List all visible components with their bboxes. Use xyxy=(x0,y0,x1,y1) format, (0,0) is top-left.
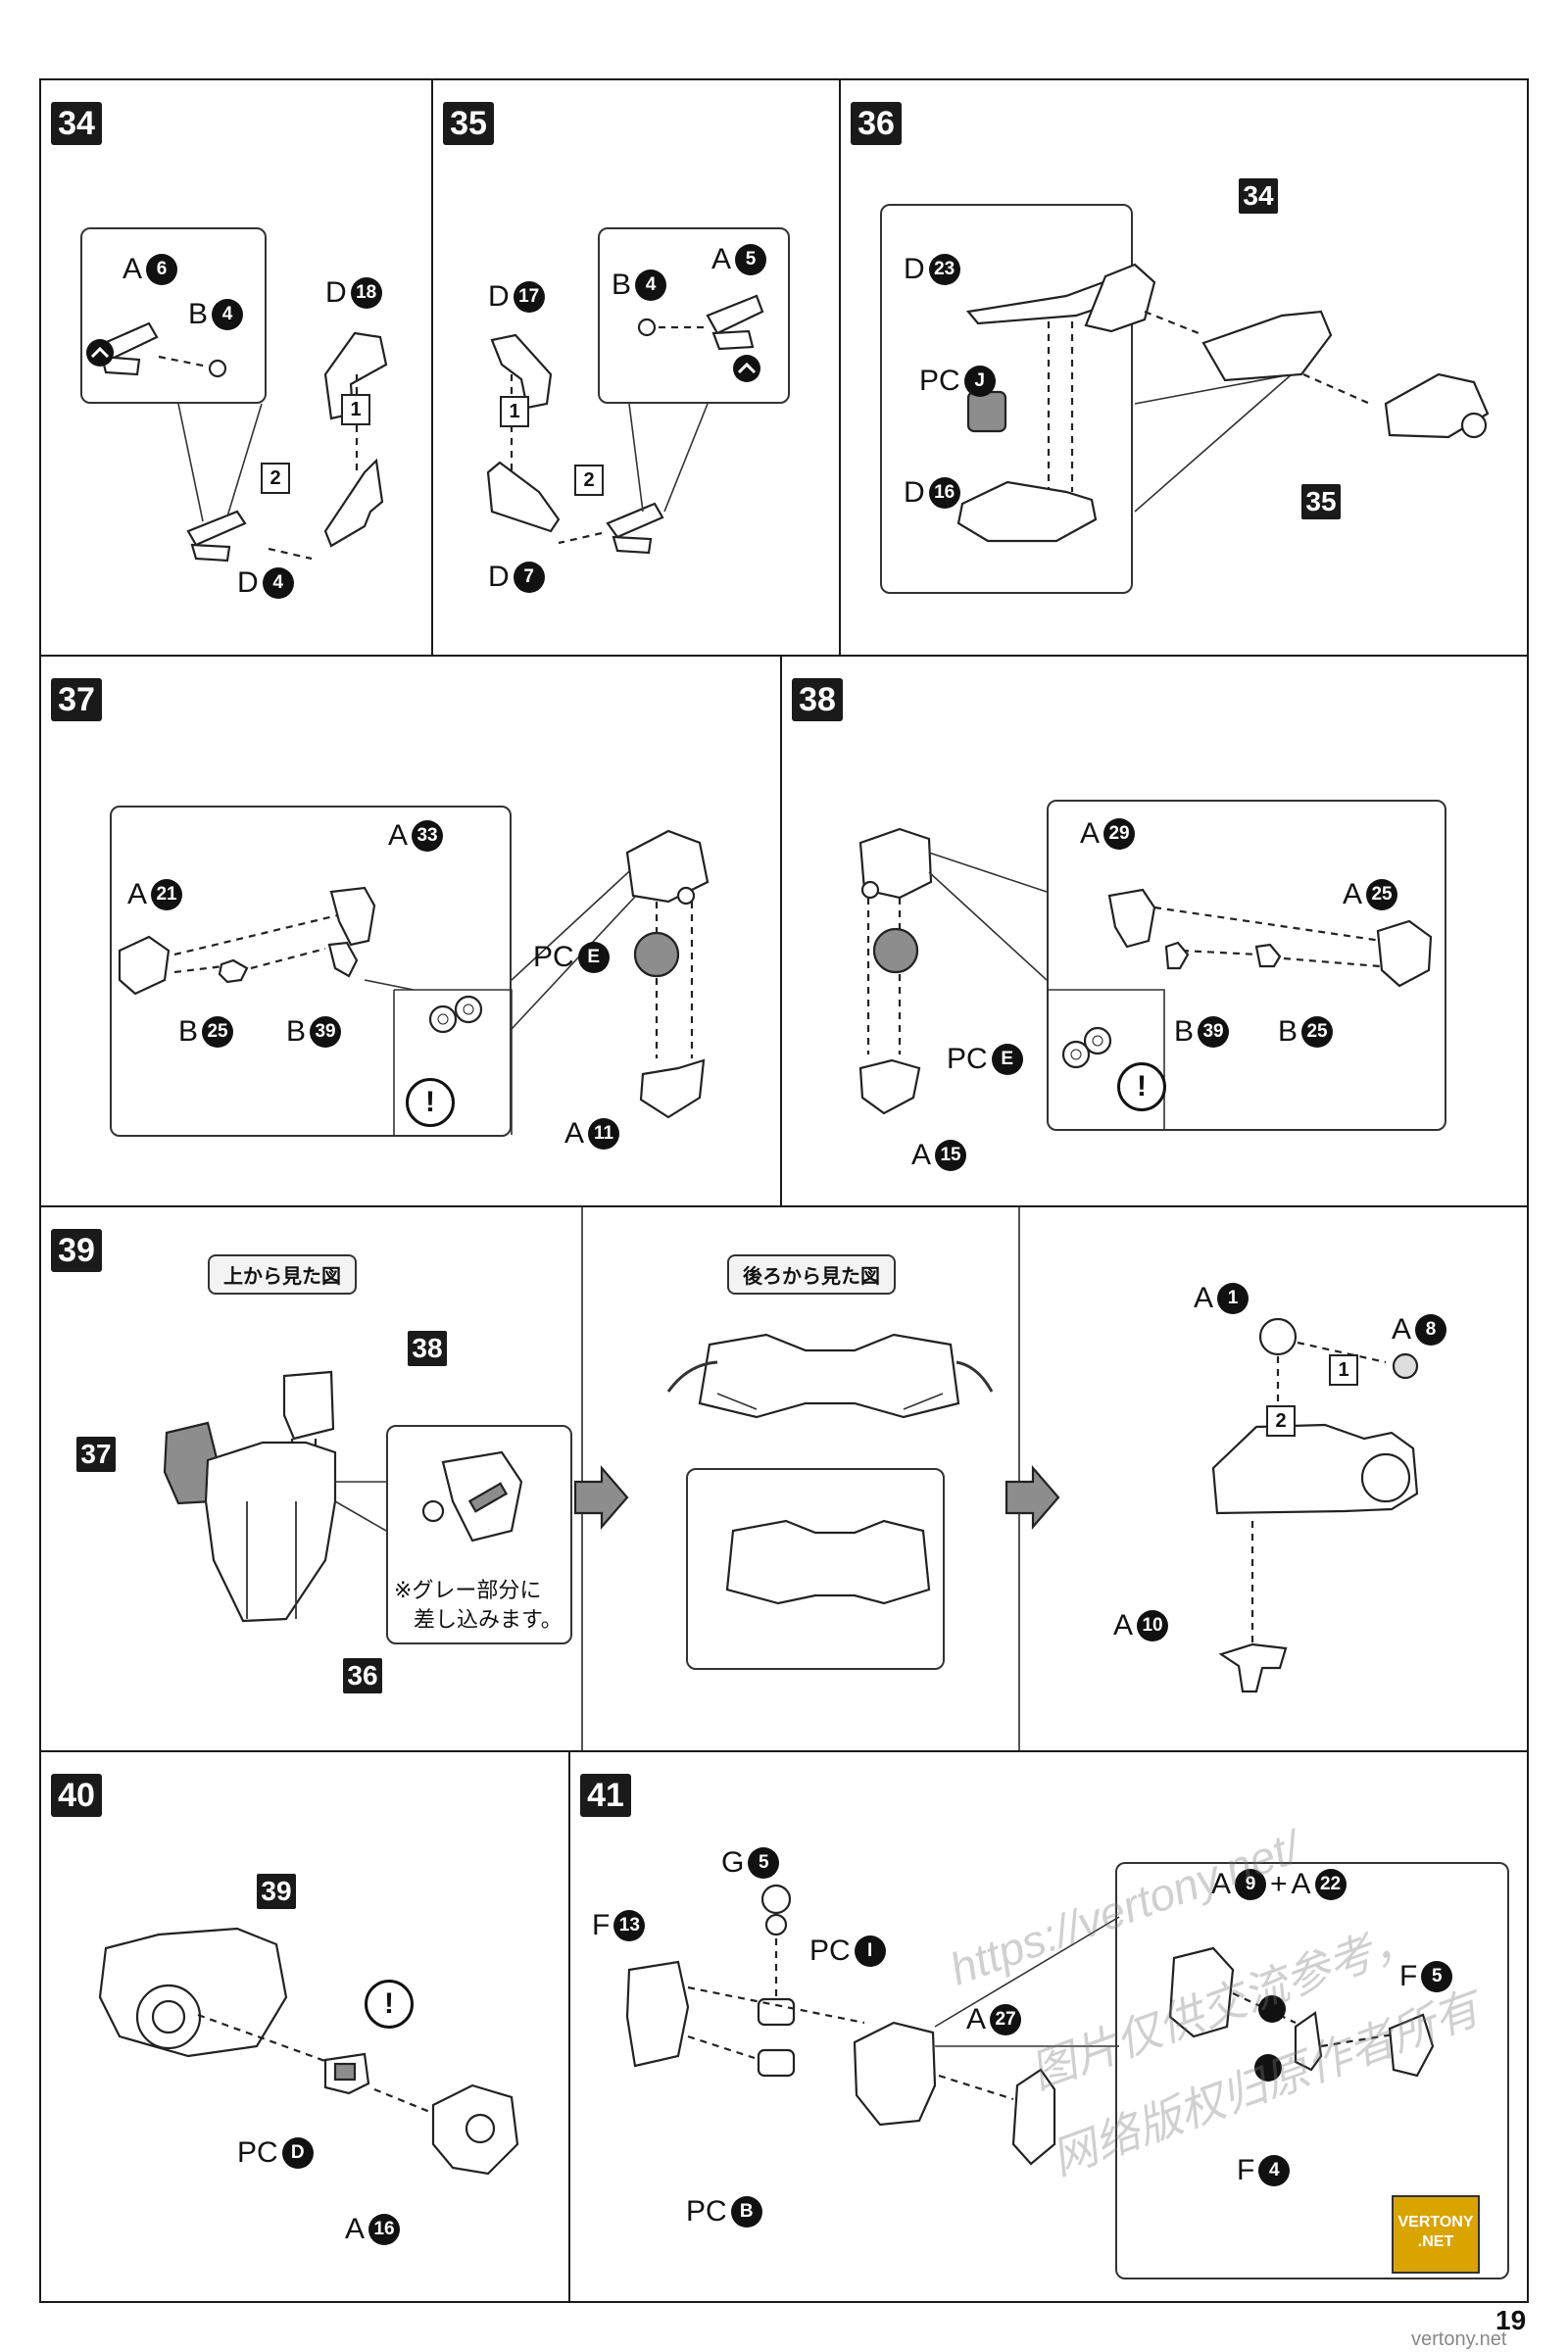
step-number: 39 xyxy=(51,1229,102,1272)
caution-icon: ! xyxy=(406,1078,455,1127)
ref-step-34: 34 xyxy=(1239,178,1278,214)
substep-1: 1 xyxy=(500,396,529,427)
step-number: 41 xyxy=(580,1774,631,1817)
footer-site: vertony.net xyxy=(1411,2328,1507,2350)
step-number: 38 xyxy=(792,678,843,721)
substep-2: 2 xyxy=(261,463,290,494)
step-35-art xyxy=(486,294,764,555)
caution-icon: ! xyxy=(1117,1062,1166,1111)
step-34-art xyxy=(86,321,388,563)
step-37-art xyxy=(118,829,710,1135)
view-label-back: 後ろから見た図 xyxy=(727,1254,896,1295)
step-36-art xyxy=(956,263,1490,543)
vertony-logo: VERTONY .NET xyxy=(1392,2195,1480,2274)
step-38-art xyxy=(858,827,1433,1131)
step-39-panel: 39 上から見た図 後ろから見た図 xyxy=(39,1205,1529,1754)
page-number: 19 xyxy=(1495,2305,1527,2335)
ref-step-35: 35 xyxy=(1301,484,1341,519)
step-39-art xyxy=(163,1207,1419,1754)
step-number: 35 xyxy=(443,102,494,145)
insert-note-line-1: ※グレー部分に xyxy=(394,1578,542,1602)
insert-note-line-2: 差し込みます。 xyxy=(414,1607,563,1632)
step-41-art xyxy=(625,1884,1435,2166)
substep-2: 2 xyxy=(1266,1405,1296,1437)
caution-icon: ! xyxy=(365,1980,414,2029)
step-number: 36 xyxy=(851,102,902,145)
substep-1: 1 xyxy=(1329,1354,1358,1386)
step-number: 40 xyxy=(51,1774,102,1817)
logo-text-1: VERTONY xyxy=(1397,2214,1474,2230)
step-number: 37 xyxy=(51,678,102,721)
ref-step-38: 38 xyxy=(408,1331,447,1366)
logo-text-2: .NET xyxy=(1417,2233,1454,2250)
substep-2: 2 xyxy=(574,465,604,496)
ref-step-37: 37 xyxy=(76,1437,116,1472)
substep-1: 1 xyxy=(341,394,370,425)
view-label-top: 上から見た図 xyxy=(208,1254,357,1295)
step-40-art xyxy=(98,1927,519,2176)
detail-box xyxy=(1047,800,1446,1131)
ref-step-36: 36 xyxy=(343,1658,382,1693)
step-number: 34 xyxy=(51,102,102,145)
ref-step-39: 39 xyxy=(257,1874,296,1909)
